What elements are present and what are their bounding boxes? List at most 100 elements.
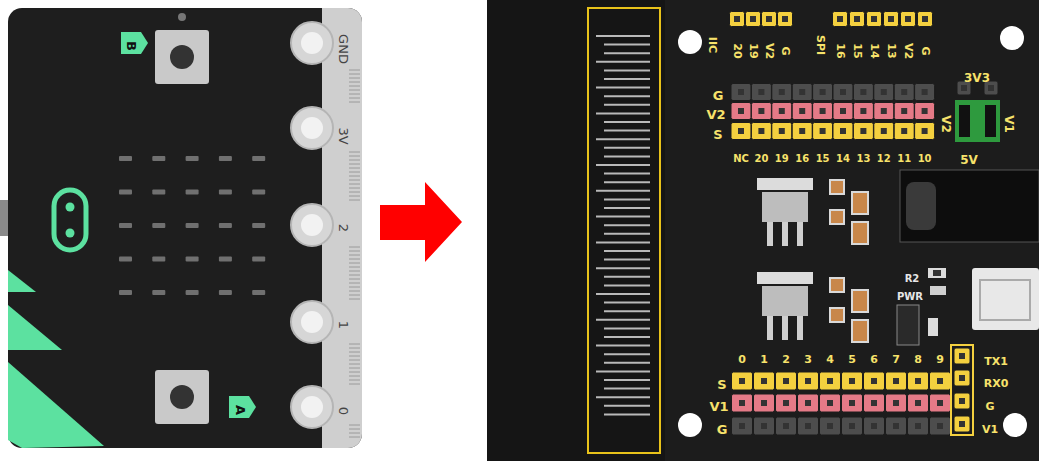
led — [186, 290, 199, 295]
ruler-tick — [349, 192, 360, 193]
silkscreen-label: S — [713, 128, 722, 141]
jst-connector — [972, 268, 1039, 330]
header-pin — [908, 372, 929, 390]
edge-finger — [604, 276, 650, 278]
silkscreen-label: 19 — [748, 43, 759, 58]
pin-post — [779, 108, 785, 114]
pin-post — [922, 108, 928, 114]
edge-finger — [596, 216, 650, 218]
regulator-tab — [757, 272, 813, 284]
ruler-tick — [349, 372, 360, 373]
edge-finger — [596, 267, 650, 269]
header-pin — [874, 84, 894, 101]
header-pin — [954, 348, 970, 364]
silkscreen-label: R2 — [905, 274, 920, 284]
header-pin — [915, 103, 935, 120]
silkscreen-label: 4 — [826, 354, 834, 365]
capacitor — [830, 210, 844, 224]
capacitor — [830, 278, 844, 292]
pin-post — [901, 128, 907, 134]
silkscreen-label: 3 — [804, 354, 812, 365]
button-body — [155, 30, 209, 84]
led — [219, 223, 232, 228]
header-pin — [886, 394, 907, 412]
header-pin — [833, 84, 853, 101]
led — [252, 156, 265, 161]
header-pin — [772, 123, 792, 140]
ruler-tick — [349, 200, 360, 201]
shield-board — [487, 0, 1039, 461]
edge-finger — [604, 224, 650, 226]
pin-post — [799, 108, 805, 114]
ruler-tick — [349, 172, 360, 173]
header-pin — [864, 394, 885, 412]
header-pin — [754, 394, 775, 412]
pin-post — [734, 16, 740, 22]
header-pin — [820, 372, 841, 390]
pin-post — [738, 128, 744, 134]
led — [252, 257, 265, 262]
pin-post — [871, 378, 877, 384]
silkscreen-label: SPI — [815, 35, 826, 55]
ruler-tick — [349, 176, 360, 177]
led — [252, 223, 265, 228]
header-pin — [833, 103, 853, 120]
resistor — [928, 268, 946, 278]
ruler-tick — [349, 384, 360, 385]
regulator-leg — [782, 222, 788, 246]
pin-post — [820, 108, 826, 114]
pin-post — [799, 89, 805, 95]
led — [186, 223, 199, 228]
ruler-tick — [349, 160, 360, 161]
header-pin — [842, 372, 863, 390]
header-pin — [731, 84, 751, 101]
header-pin — [798, 394, 819, 412]
ruler-tick — [349, 287, 360, 288]
pin-label: 1 — [337, 321, 350, 329]
edge-finger — [604, 121, 650, 123]
pin-post — [988, 85, 994, 91]
ruler-tick — [349, 279, 360, 280]
header-pin — [874, 123, 894, 140]
header-pin — [792, 84, 812, 101]
led — [186, 257, 199, 262]
led — [252, 190, 265, 195]
pad-hole — [301, 311, 323, 333]
edge-finger — [604, 44, 650, 46]
led — [219, 290, 232, 295]
button-cap — [170, 45, 194, 69]
edge-finger — [604, 413, 650, 415]
pin-post — [893, 400, 899, 406]
ruler-tick — [349, 275, 360, 276]
silkscreen-label: 14 — [869, 43, 880, 58]
edge-finger — [596, 345, 650, 347]
power-led — [930, 286, 946, 295]
silkscreen-label: 13 — [856, 154, 870, 164]
header-pin — [954, 416, 970, 432]
ruler-tick — [349, 364, 360, 365]
pin-post — [860, 108, 866, 114]
edge-finger — [604, 405, 650, 407]
mic-hole — [178, 13, 186, 21]
silkscreen-label: 8 — [914, 354, 922, 365]
pin-post — [758, 108, 764, 114]
led — [186, 156, 199, 161]
diode — [897, 305, 919, 345]
edge-finger — [604, 302, 650, 304]
ruler-tick — [349, 98, 360, 99]
pin-post — [849, 378, 855, 384]
pin-post — [937, 378, 943, 384]
header-pin — [732, 372, 753, 390]
led — [252, 290, 265, 295]
led — [119, 290, 132, 295]
resistor — [928, 318, 938, 336]
pad-hole — [301, 32, 323, 54]
pin-label: A — [234, 405, 247, 415]
header-pin — [864, 372, 885, 390]
ruler-tick — [349, 380, 360, 381]
ruler-tick — [349, 255, 360, 256]
pin-post — [779, 89, 785, 95]
pin-label: GND — [337, 34, 350, 64]
led — [152, 156, 165, 161]
